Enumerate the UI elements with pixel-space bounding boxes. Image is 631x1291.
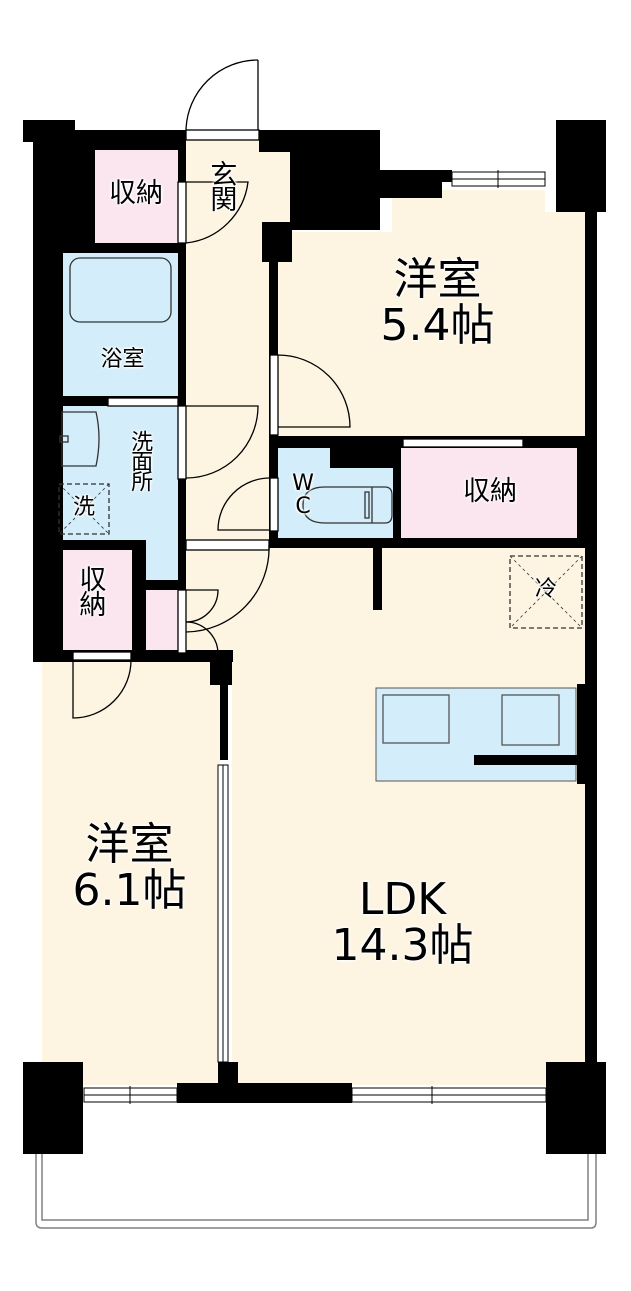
balcony xyxy=(35,1152,597,1229)
room-label-fridge: 冷 xyxy=(534,577,557,602)
kitchen-stove-icon xyxy=(501,694,560,746)
windows xyxy=(83,170,547,1104)
room-label-entrance: 玄関 xyxy=(205,160,237,210)
room-name: 洋室 xyxy=(393,254,482,305)
toilet-icon xyxy=(302,486,393,524)
room-size: 6.1帖 xyxy=(72,865,187,917)
room-label-storage-room2: 収納 xyxy=(74,565,106,615)
room-name: LDK xyxy=(358,874,447,925)
room-label-ldk: LDK 14.3帖 xyxy=(310,874,495,972)
washer-pan-icon xyxy=(58,483,110,535)
room-label-washer: 洗 xyxy=(72,495,95,520)
kitchen-sink-icon xyxy=(382,694,450,744)
washbasin-icon xyxy=(61,411,100,467)
room-label-bathroom: 浴室 xyxy=(100,347,145,372)
room-label-western-1: 洋室 5.4帖 xyxy=(370,254,505,352)
fridge-pan-icon xyxy=(509,555,583,629)
walls xyxy=(23,120,606,1154)
bathtub-icon xyxy=(69,257,172,323)
room-label-storage-room1: 収納 xyxy=(463,476,517,507)
room-name: 洋室 xyxy=(85,819,174,870)
room-label-storage-entrance: 収納 xyxy=(109,178,163,209)
room-label-washroom: 洗面所 xyxy=(127,430,153,490)
room-label-western-2: 洋室 6.1帖 xyxy=(62,819,197,917)
fixtures xyxy=(58,257,583,746)
doors xyxy=(72,59,524,719)
room-size: 5.4帖 xyxy=(380,300,495,352)
room-size: 14.3帖 xyxy=(331,920,474,972)
room-label-toilet: W C xyxy=(292,471,314,520)
